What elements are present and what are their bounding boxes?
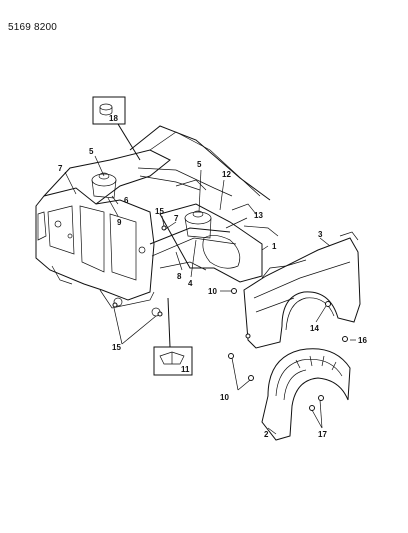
callout-17: 17 — [318, 430, 327, 439]
callout-15-lower: 15 — [112, 343, 121, 352]
inset-clip-detail — [153, 297, 193, 376]
splash-shield — [261, 348, 351, 441]
inset-plug-detail — [92, 96, 141, 161]
callout-7-right: 7 — [174, 214, 179, 223]
callout-16: 16 — [358, 336, 367, 345]
callout-4: 4 — [188, 279, 193, 288]
callout-5-right: 5 — [197, 160, 202, 169]
right-fender — [243, 231, 361, 349]
callout-14: 14 — [310, 324, 319, 333]
callout-9: 9 — [117, 218, 122, 227]
callout-1: 1 — [272, 242, 277, 251]
leader-lines — [64, 155, 356, 435]
callout-5-left: 5 — [89, 147, 94, 156]
callout-8: 8 — [177, 272, 182, 281]
callout-18: 18 — [109, 114, 118, 123]
callout-labels: 18 5 5 7 12 6 15 9 7 13 3 1 8 4 10 14 16… — [58, 114, 367, 439]
radiator-support — [35, 149, 171, 317]
callout-3: 3 — [318, 230, 323, 239]
callout-10-lower: 10 — [220, 393, 229, 402]
document-id: 5169 8200 — [8, 22, 58, 33]
callout-15-upper: 15 — [155, 207, 164, 216]
engine-compartment — [91, 125, 279, 283]
callout-7-left: 7 — [58, 164, 63, 173]
callout-10-upper: 10 — [208, 287, 217, 296]
callout-2: 2 — [264, 430, 269, 439]
fasteners — [112, 225, 348, 411]
callout-6: 6 — [124, 196, 129, 205]
callout-13: 13 — [254, 211, 263, 220]
callout-11: 11 — [181, 365, 190, 374]
callout-12: 12 — [222, 170, 231, 179]
